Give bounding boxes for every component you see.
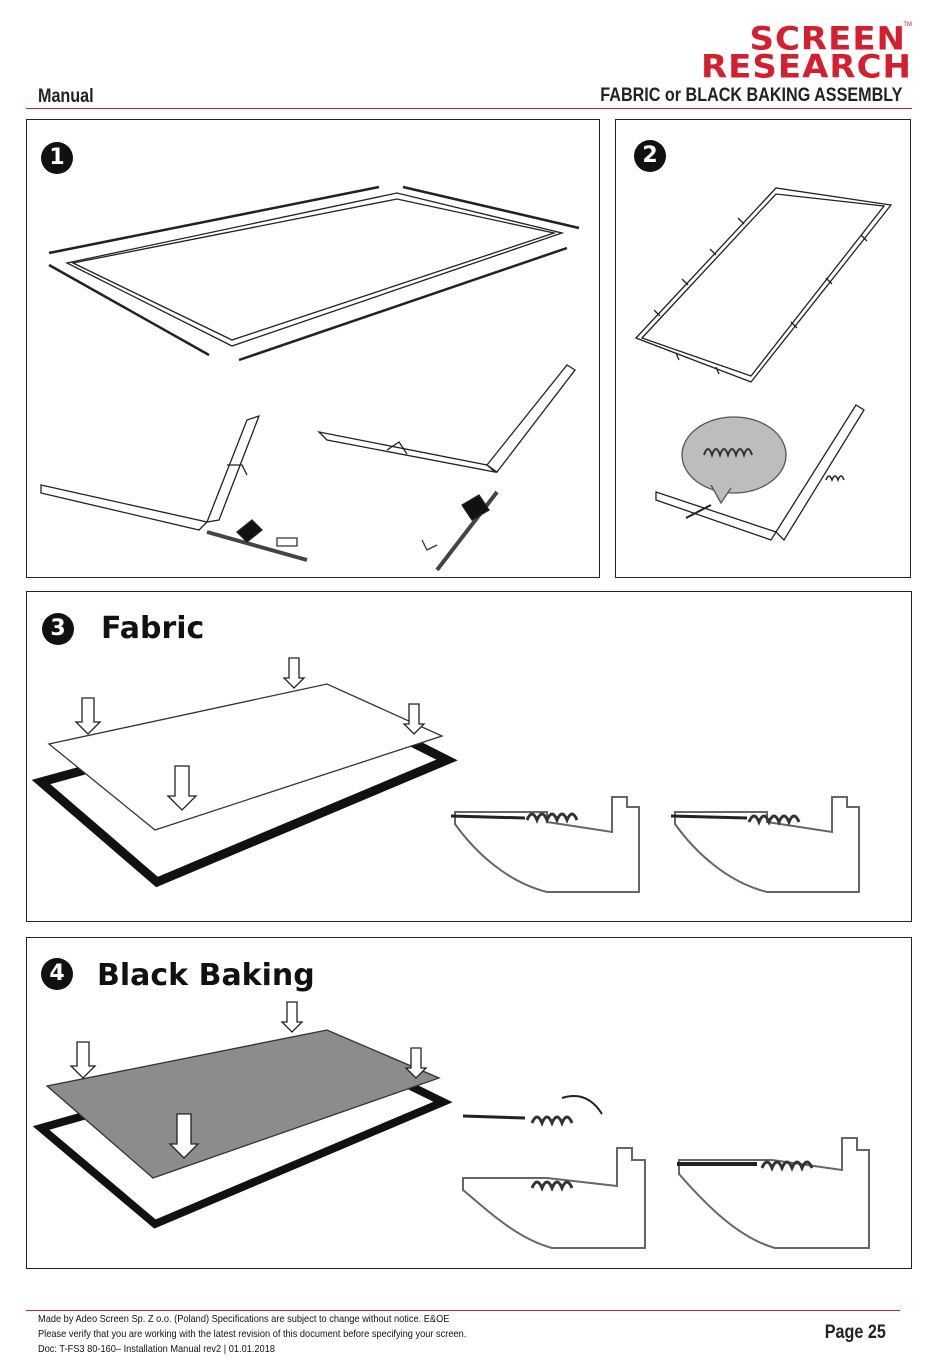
spring-attach-illustration [634, 187, 893, 542]
step-1-panel: 1 [26, 119, 600, 578]
screen-research-logo: SCREEN RESEARCH TM [640, 22, 912, 84]
frame-assembly-illustration [40, 185, 580, 572]
step-number-badge: 3 [42, 613, 74, 645]
page-number: Page 25 [824, 1322, 886, 1343]
header-divider [26, 108, 912, 109]
step-number-badge: 1 [41, 142, 73, 174]
step-number-badge: 4 [41, 958, 73, 990]
logo-line-2: RESEARCH [700, 48, 912, 86]
logo-line-1: SCREEN [749, 20, 906, 58]
footer-line-doc-id: Doc: T-FS3 80-160– Installation Manual r… [38, 1343, 275, 1355]
footer-line-revision-notice: Please verify that you are working with … [38, 1328, 467, 1340]
fabric-install-illustration [31, 657, 860, 893]
logo-trademark: TM [903, 22, 912, 28]
step-3-panel: 3 Fabric [26, 591, 912, 922]
step-2-panel: 2 [615, 119, 911, 578]
black-baking-install-illustration [32, 1001, 870, 1249]
step-title: Black Baking [97, 958, 315, 993]
page-title: FABRIC or BLACK BAKING ASSEMBLY [599, 85, 902, 106]
section-label: Manual [38, 86, 94, 107]
footer-line-manufacturer: Made by Adeo Screen Sp. Z o.o. (Poland) … [38, 1313, 450, 1325]
step-4-panel: 4 Black Baking [26, 937, 912, 1269]
step-title: Fabric [101, 611, 205, 646]
footer-divider [26, 1310, 900, 1311]
step-number-badge: 2 [634, 140, 666, 172]
